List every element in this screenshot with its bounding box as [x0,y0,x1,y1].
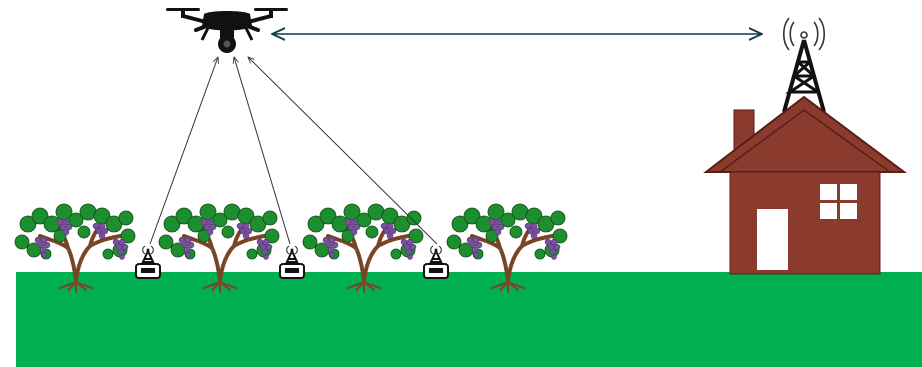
house-door [757,209,788,270]
sensor-node-icon [136,246,160,278]
house-icon [706,97,904,274]
drone-icon [166,8,288,53]
sensor-node-icon [424,246,448,278]
ground [16,272,922,367]
sensor-node-icon [280,246,304,278]
